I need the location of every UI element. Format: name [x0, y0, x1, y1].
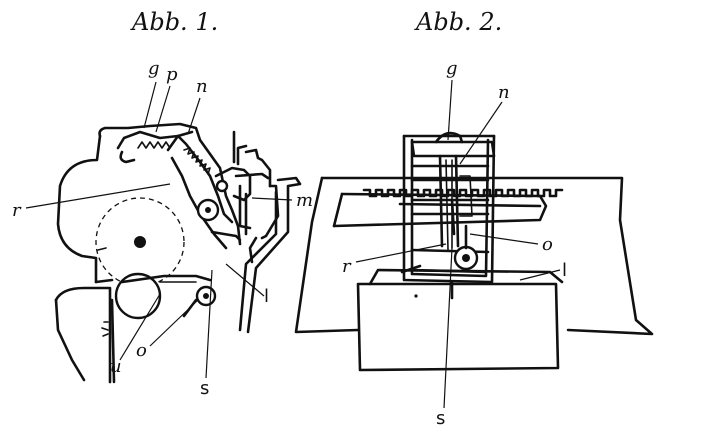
fig1-feed-roller — [110, 272, 212, 384]
fig1-label-p: p — [166, 64, 178, 85]
fig2-label-r: r — [342, 256, 352, 277]
fig1-label-m: m — [296, 190, 313, 211]
fig1-platen — [95, 197, 185, 287]
figure-1-caption: Abb. 1. — [130, 8, 218, 36]
fig2-label-g: g — [446, 58, 458, 79]
fig2-label-o: o — [542, 234, 553, 255]
fig2-guide-frame — [402, 131, 496, 300]
figure-2-caption: Abb. 2. — [414, 8, 502, 36]
fig1-labels: g p n r m l o u s — [12, 58, 313, 399]
fig1-label-s: s — [200, 378, 209, 399]
fig1-key-assembly — [232, 130, 302, 334]
fig2-label-n: n — [498, 82, 510, 103]
fig2-label-s: s — [436, 408, 445, 429]
fig1-label-l: l — [264, 286, 269, 307]
fig1-label-r: r — [12, 200, 22, 221]
figure-2: Abb. 2. — [294, 8, 654, 429]
fig1-label-g: g — [148, 58, 160, 79]
fig2-labels: g n o r l s — [342, 58, 567, 429]
fig1-label-u: u — [110, 356, 122, 377]
fig2-carriage — [294, 176, 654, 336]
fig1-label-o: o — [136, 340, 147, 361]
fig1-label-n: n — [196, 76, 208, 97]
figure-1: Abb. 1. — [12, 8, 313, 399]
fig1-lever-mechanism — [116, 130, 252, 250]
fig2-label-l: l — [562, 260, 567, 281]
fig1-housing — [54, 122, 242, 384]
